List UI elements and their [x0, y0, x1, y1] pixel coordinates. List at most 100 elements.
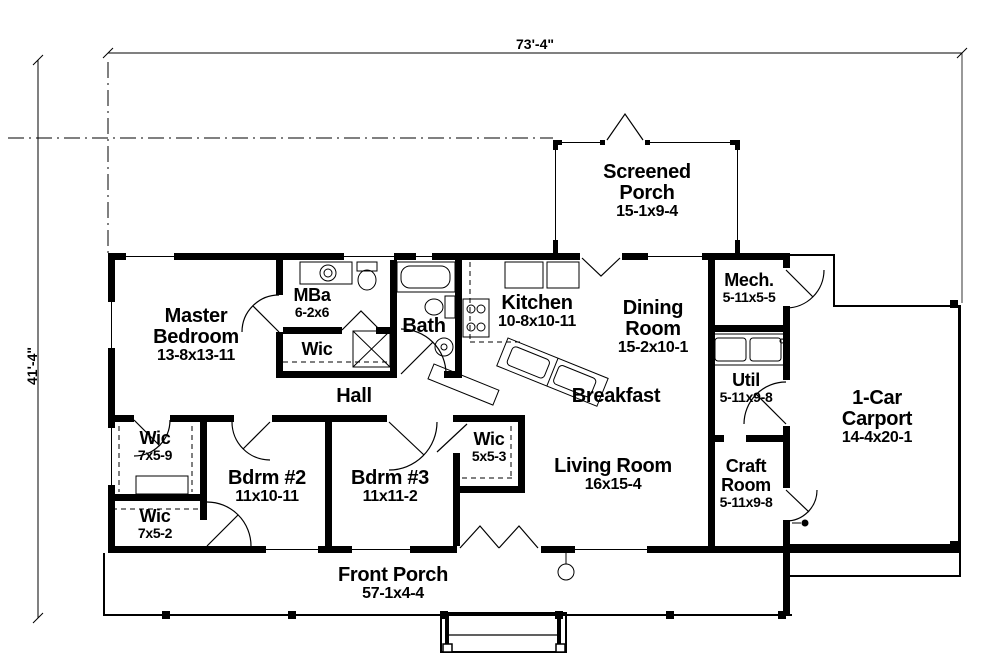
- kitchen-counter-icon: [504, 261, 580, 289]
- wall-bdrm3-living: [453, 453, 460, 546]
- door-craft: [785, 489, 818, 522]
- door-opening-living-porch: [457, 546, 541, 553]
- wall-mech-util: [708, 325, 790, 332]
- vanity-sink-icon: [299, 261, 353, 285]
- wall-bath-kitchen: [455, 253, 462, 378]
- screened-porch-wall: [553, 140, 740, 145]
- window: [416, 253, 432, 260]
- porch-post: [666, 611, 674, 619]
- carport-step-edge: [790, 575, 961, 577]
- wall-wic-hall: [276, 371, 397, 378]
- window: [352, 546, 410, 553]
- door-opening-dining-porch: [580, 253, 622, 260]
- wall-wic3-bottom: [453, 486, 525, 493]
- porch-post: [162, 611, 170, 619]
- wall-hall-bedrooms: [272, 415, 387, 422]
- ceiling-fan-icon: [557, 553, 575, 581]
- carport-step-edge: [959, 553, 961, 577]
- washer-dryer-icon: [710, 333, 789, 366]
- window: [266, 546, 318, 553]
- wall-mba-bath: [390, 253, 397, 378]
- porch-post: [288, 611, 296, 619]
- wall-stub: [453, 415, 460, 422]
- door-bdrm3: [388, 421, 438, 471]
- carport-edge: [833, 305, 961, 307]
- wall-bath-hall: [444, 371, 462, 378]
- wall-top: [108, 253, 790, 260]
- wall-mba-wic: [376, 327, 390, 334]
- carport-edge: [833, 254, 835, 307]
- closet-shelf: [135, 475, 189, 495]
- screen-panel: [735, 150, 740, 240]
- wall-hall-bedrooms: [170, 415, 234, 422]
- door-dining-french: [581, 257, 621, 277]
- door-wic2: [206, 501, 252, 547]
- carport-edge: [790, 254, 833, 256]
- window: [108, 302, 115, 348]
- screen-panel: [650, 140, 730, 145]
- porch-post: [555, 611, 563, 619]
- room-label-wic-mba: Wic: [301, 339, 333, 359]
- wall-master-mba: [276, 253, 283, 295]
- overall-width-dimension: 73'-4": [516, 36, 554, 52]
- wall-wic1-bdrm2: [200, 422, 207, 500]
- porch-post: [440, 611, 448, 619]
- carport-rear-wall: [790, 544, 961, 553]
- wall-util-craft: [708, 435, 724, 442]
- window: [344, 253, 394, 260]
- kitchen-counter-icon: [427, 363, 500, 406]
- screen-panel: [553, 150, 558, 240]
- wall-wic3-right: [518, 422, 525, 493]
- wall-right: [783, 253, 790, 268]
- carport-post: [950, 541, 958, 549]
- wall-bdrm2-bdrm3: [325, 422, 332, 546]
- wall-wic3-top: [460, 415, 525, 422]
- carport-post: [950, 300, 958, 308]
- wall-living-craft: [708, 253, 715, 553]
- porch-post: [778, 611, 786, 619]
- window: [108, 428, 115, 485]
- wall-right: [783, 306, 790, 380]
- window: [126, 253, 174, 260]
- door-porch-screen: [606, 112, 644, 141]
- wall-right: [783, 426, 790, 488]
- wall-bottom: [108, 546, 790, 553]
- toilet-icon: [356, 261, 378, 291]
- wall-wic1-wic2: [108, 494, 207, 501]
- window: [575, 546, 647, 553]
- wall-master-mba: [276, 332, 283, 378]
- door-bdrm2: [231, 421, 271, 461]
- wall-right: [783, 520, 790, 553]
- wall-mba-wic: [283, 327, 342, 334]
- door-living-french: [459, 525, 539, 549]
- door-opening-porch: [605, 140, 645, 145]
- bathtub-icon: [396, 261, 456, 293]
- door-mech: [785, 269, 825, 309]
- porch-edge: [103, 553, 105, 616]
- wall-wic2-right: [200, 500, 207, 520]
- wall-left: [108, 253, 115, 553]
- wall-util-craft: [746, 435, 790, 442]
- room-label-breakfast: Breakfast: [571, 385, 661, 407]
- door-threshold-marker: [792, 519, 809, 527]
- carport-edge: [958, 305, 961, 547]
- room-label-hall: Hall: [336, 385, 372, 407]
- room-label-bath: Bath: [402, 315, 446, 337]
- wall-hall-bedrooms: [108, 415, 134, 422]
- linen-closet-icon: [352, 330, 391, 368]
